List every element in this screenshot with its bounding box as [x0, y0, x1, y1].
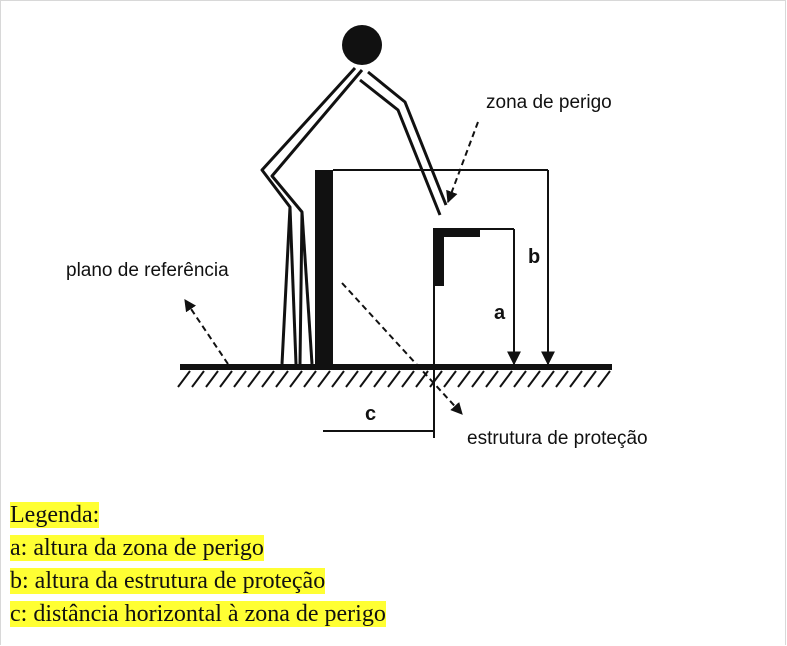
dimension-b-label: b	[528, 246, 540, 268]
ground	[177, 364, 612, 388]
legend-item-c-row: c: distância horizontal à zona de perigo	[10, 598, 386, 631]
protective-structure-label: estrutura de proteção	[467, 428, 648, 449]
person-head	[342, 25, 382, 65]
danger-zone-leader	[446, 121, 479, 204]
dimension-c-label: c	[365, 403, 376, 425]
ground-hatching	[177, 370, 611, 388]
legend-item-b-row: b: altura da estrutura de proteção	[10, 565, 386, 598]
legend-item-a: a: altura da zona de perigo	[10, 535, 264, 561]
reference-plane-label: plano de referência	[66, 260, 229, 281]
person-figure	[260, 25, 448, 365]
reference-plane-leader	[184, 299, 229, 365]
legend-title: Legenda:	[10, 502, 100, 528]
dimension-a-label: a	[494, 302, 506, 324]
protective-barrier	[315, 170, 333, 367]
protective-structure-leader	[341, 282, 463, 415]
legend: Legenda: a: altura da zona de perigo b: …	[10, 499, 386, 631]
legend-title-row: Legenda:	[10, 499, 386, 532]
legend-item-c: c: distância horizontal à zona de perigo	[10, 601, 386, 627]
legend-item-b: b: altura da estrutura de proteção	[10, 568, 326, 594]
legend-item-a-row: a: altura da zona de perigo	[10, 532, 386, 565]
safety-distance-diagram: zona de perigo plano de referência estru…	[66, 25, 648, 449]
danger-zone-shape	[433, 228, 514, 438]
danger-zone-label: zona de perigo	[486, 92, 612, 113]
